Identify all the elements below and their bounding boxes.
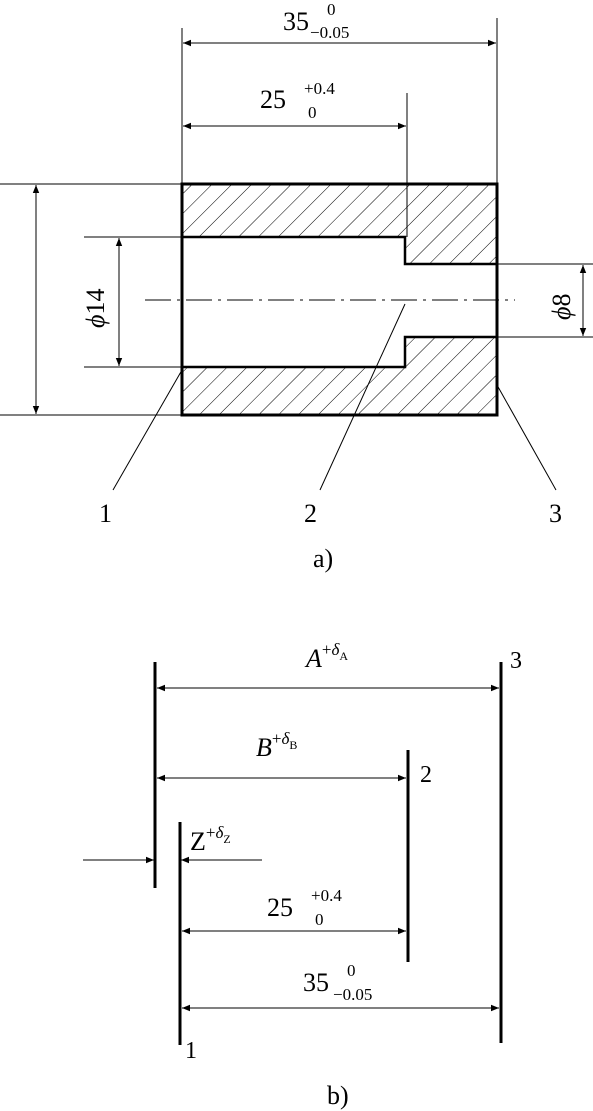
dim-25-a: 25 +0.4 0: [183, 79, 408, 237]
surface-label-b-3: 3: [510, 648, 522, 674]
dim-35-lower: −0.05: [310, 23, 349, 42]
dim-35-value: 35: [283, 7, 309, 36]
dim-35-a: 35 0 −0.05: [181, 0, 498, 184]
dim-35b-value: 35: [303, 968, 329, 997]
caption-b: b): [327, 1081, 349, 1110]
surface-label-3: 3: [549, 499, 562, 528]
dim-B-label: B+δB: [256, 729, 297, 762]
dim-phi8: ϕ8: [497, 263, 593, 338]
dim-25b-lower: 0: [315, 910, 324, 929]
dim-25-upper: +0.4: [304, 79, 335, 98]
dim-phi14: ϕ14: [81, 236, 182, 368]
leader-1: [112, 369, 183, 491]
dim-35b-upper: 0: [347, 961, 356, 980]
section-outline: [180, 182, 499, 417]
dim-A-label: A+δA: [304, 640, 348, 673]
phi14-label: ϕ14: [81, 289, 110, 328]
dim-35-upper: 0: [327, 0, 336, 19]
dim-25-b: 25 +0.4 0: [182, 886, 406, 935]
part-b-drawing: A+δA B+δB Z+δZ 25 +0.4 0 35 0 −0.05 1: [83, 640, 522, 1110]
dim-25-lower: 0: [308, 103, 317, 122]
dim-B: B+δB: [157, 729, 406, 782]
surface-label-2: 2: [304, 499, 317, 528]
surface-label-b-2: 2: [420, 762, 432, 788]
dim-35-b: 35 0 −0.05: [182, 961, 499, 1012]
caption-a: a): [313, 544, 333, 573]
leader-3: [496, 384, 557, 491]
part-a-drawing: 35 0 −0.05 25 +0.4 0 ϕ14: [0, 0, 593, 573]
dim-25-value: 25: [260, 85, 286, 114]
hatched-material: [182, 184, 497, 415]
surface-leaders-a: 1 2 3: [99, 303, 562, 528]
dim-Z: Z+δZ: [83, 823, 262, 864]
dim-Z-label: Z+δZ: [190, 823, 231, 856]
dim-outer-diameter: [0, 183, 182, 416]
surface-label-b-1: 1: [185, 1038, 197, 1064]
surface-label-1: 1: [99, 499, 112, 528]
part-a-section: [145, 182, 515, 417]
dim-25b-upper: +0.4: [311, 886, 342, 905]
phi8-label: ϕ8: [547, 294, 576, 320]
dim-25b-value: 25: [267, 893, 293, 922]
dim-35b-lower: −0.05: [333, 985, 372, 1004]
dim-A: A+δA: [157, 640, 499, 692]
bore-outline: [182, 235, 497, 369]
leader-2: [319, 303, 406, 491]
